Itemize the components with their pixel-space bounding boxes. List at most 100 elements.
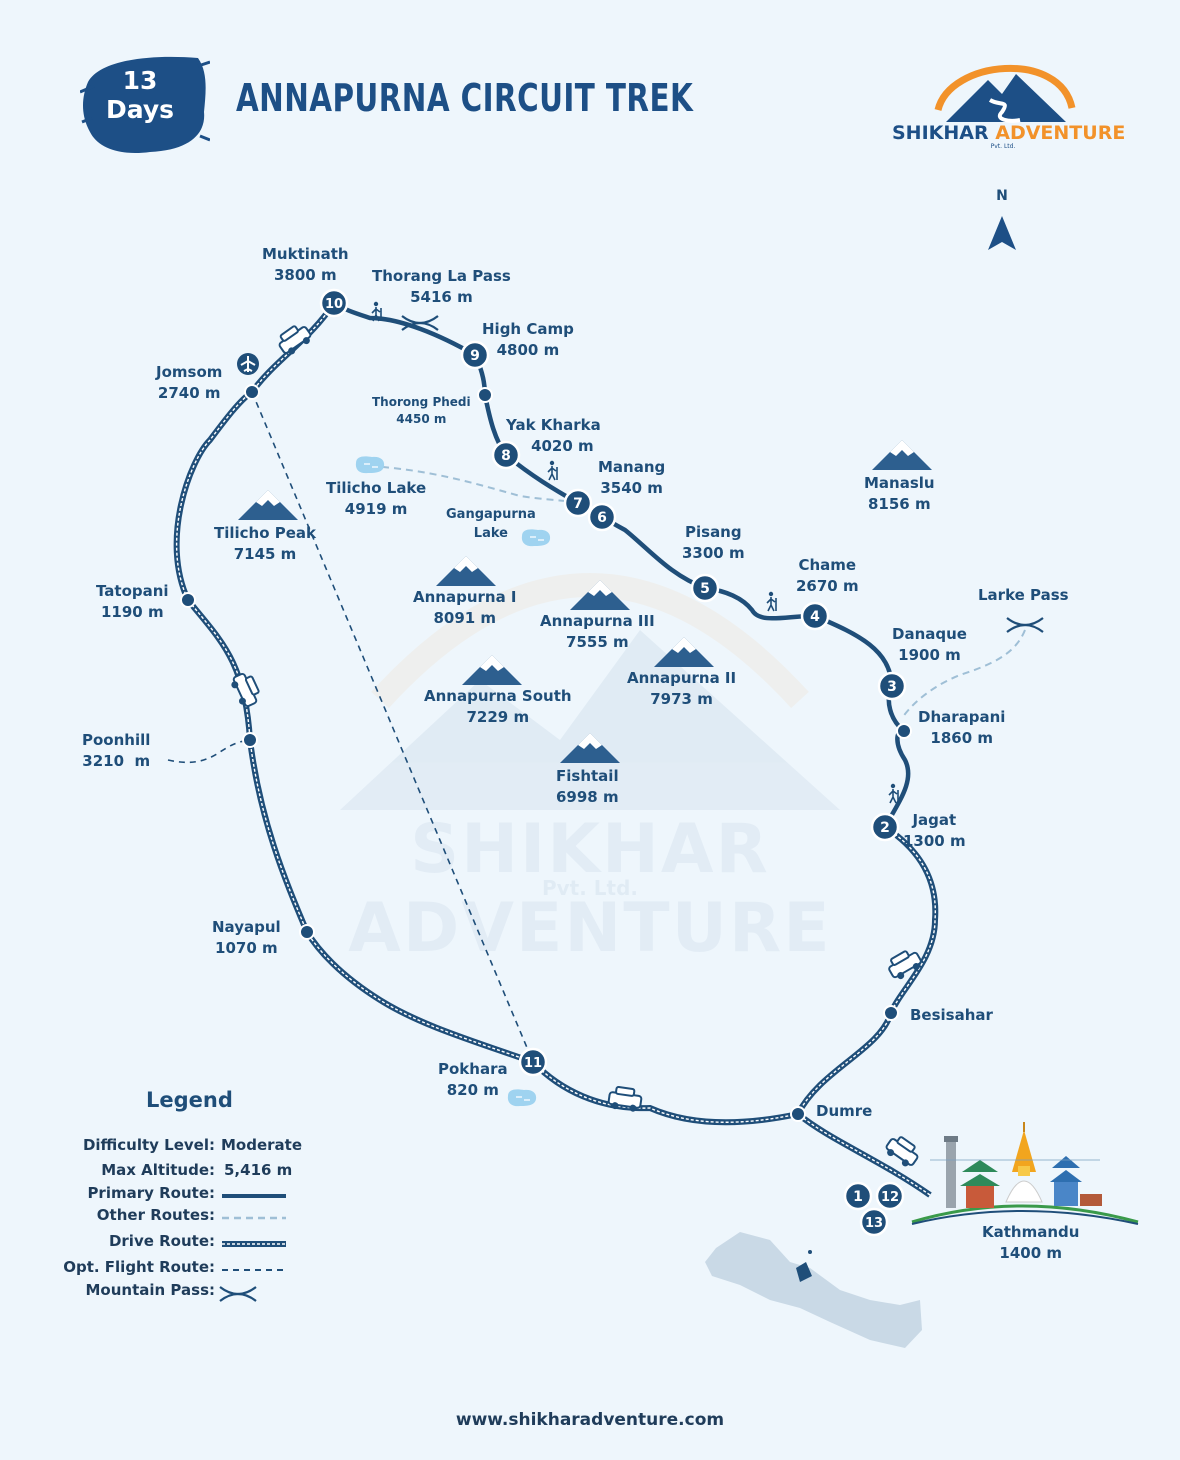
- day-marker-label: 5: [700, 581, 710, 597]
- company-name-part1: SHIKHAR: [892, 122, 989, 144]
- page-title: ANNAPURNA CIRCUIT TREK: [236, 76, 694, 120]
- day-marker-label: 7: [573, 496, 583, 512]
- company-sub: Pvt. Ltd.: [990, 143, 1016, 150]
- flight-route: [251, 391, 534, 1063]
- jomsom-dot: [244, 384, 260, 400]
- day-marker-label: 2: [880, 820, 890, 836]
- tilicho-lake-icon: [355, 455, 385, 474]
- company-name: SHIKHAR ADVENTURE: [892, 122, 1125, 144]
- website-url[interactable]: www.shikharadventure.com: [455, 1410, 725, 1430]
- label-dumre: Dumre: [816, 1102, 873, 1120]
- day-marker: 12: [875, 1181, 905, 1211]
- poonhill-dot: [242, 732, 258, 748]
- tilicho-peak-icon: [238, 490, 298, 520]
- day-marker: 1: [843, 1181, 873, 1211]
- watermark-logo: [340, 573, 840, 810]
- car-icon: [881, 1131, 923, 1171]
- waypoint-dots: [180, 384, 912, 1122]
- annapurna-1-peak-icon: [436, 556, 496, 586]
- day-marker-label: 9: [470, 348, 480, 364]
- tatopani-dot: [180, 592, 196, 608]
- day-marker-label: 1: [853, 1189, 863, 1205]
- nepal-map-icon: [705, 1232, 922, 1348]
- day-marker: 3: [877, 671, 907, 701]
- hiker-icon: [888, 782, 899, 804]
- thorong-phedi-dot: [477, 387, 493, 403]
- legend-swatches: [218, 1194, 286, 1303]
- day-marker: 11: [518, 1047, 548, 1077]
- day-marker-label: 12: [881, 1190, 899, 1205]
- company-name-part2: ADVENTURE: [995, 122, 1126, 144]
- label-besisahar: Besisahar: [910, 1006, 993, 1024]
- label-larke-pass: Larke Pass: [978, 586, 1069, 604]
- day-marker-label: 11: [524, 1056, 542, 1071]
- hiker-icon: [547, 459, 558, 481]
- poonhill-side-route: [167, 739, 251, 764]
- north-label: N: [996, 188, 1008, 204]
- watermark-text: SHIKHAR ADVENTURE: [348, 810, 832, 968]
- day-marker: 8: [491, 440, 521, 470]
- days-number: 13: [122, 66, 158, 95]
- days-badge-brush: [80, 56, 210, 154]
- tilicho-side-route: [369, 465, 579, 504]
- kathmandu-monuments-icon: [911, 1122, 1139, 1225]
- larke-pass-icon: [1005, 616, 1045, 634]
- day-marker-label: 13: [865, 1216, 883, 1231]
- day-marker: 5: [690, 573, 720, 603]
- car-icon: [274, 319, 316, 359]
- larke-side-route: [901, 629, 1026, 719]
- pokhara-lake-icon: [507, 1088, 537, 1107]
- company-logo: [934, 64, 1076, 123]
- day-marker: 4: [800, 601, 830, 631]
- nayapul-dot: [299, 924, 315, 940]
- day-marker-label: 8: [501, 448, 511, 464]
- annapurna-south-peak-icon: [462, 655, 522, 685]
- day-marker: 13: [859, 1207, 889, 1237]
- day-marker: 10: [319, 288, 349, 318]
- manaslu-peak-icon: [872, 440, 932, 470]
- day-marker: 7: [563, 488, 593, 518]
- days-label: Days: [105, 95, 175, 124]
- car-icon: [227, 669, 264, 710]
- besisahar-dot: [883, 1005, 899, 1021]
- watermark-subtext: Pvt. Ltd.: [541, 876, 639, 900]
- day-marker: 2: [870, 812, 900, 842]
- day-marker: 9: [460, 340, 490, 370]
- dharapani-dot: [896, 723, 912, 739]
- dumre-dot: [790, 1106, 806, 1122]
- legend-title: Legend: [146, 1088, 233, 1112]
- north-arrow-icon: [988, 216, 1016, 250]
- day-marker-label: 3: [887, 679, 897, 695]
- day-marker-label: 4: [810, 609, 820, 625]
- day-marker: 6: [587, 502, 617, 532]
- days-badge: 13 Days: [100, 66, 180, 124]
